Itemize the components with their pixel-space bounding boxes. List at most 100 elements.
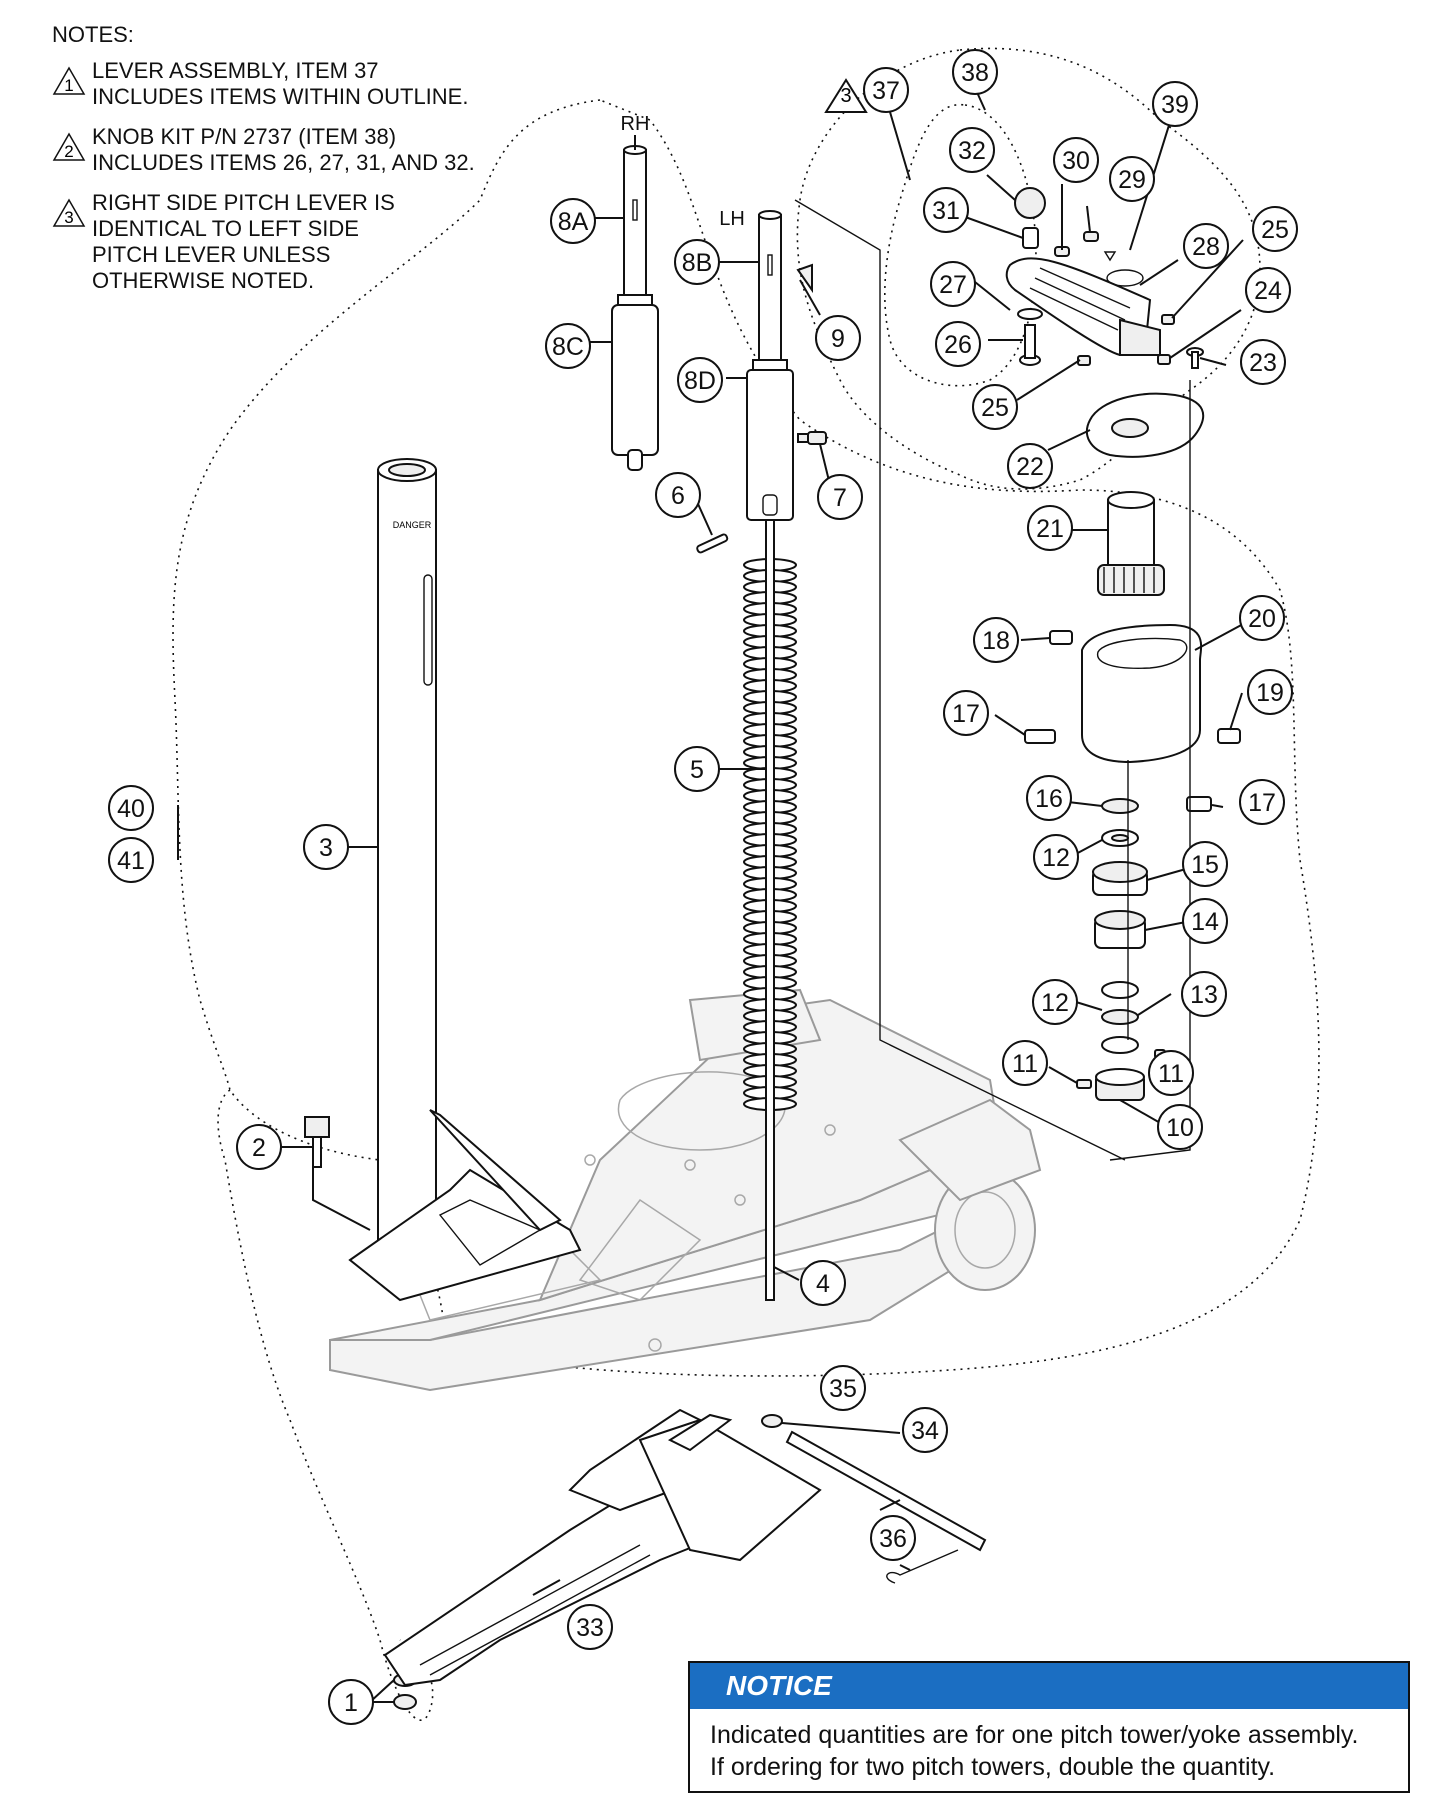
callout-number: 12 — [1042, 844, 1070, 872]
roll-pin — [696, 533, 729, 554]
callout-number: 35 — [829, 1375, 857, 1403]
callout-number: 19 — [1256, 679, 1284, 707]
note-line: PITCH LEVER UNLESS — [92, 242, 331, 267]
callout-6: 6 — [655, 472, 701, 518]
note-2: 2 KNOB KIT P/N 2737 (ITEM 38) INCLUDES I… — [52, 124, 532, 176]
note-3: 3 RIGHT SIDE PITCH LEVER IS IDENTICAL TO… — [52, 190, 532, 294]
callout-number: 38 — [961, 59, 989, 87]
callout-2: 2 — [236, 1124, 282, 1170]
callout-number: 16 — [1035, 785, 1063, 813]
callout-36: 36 — [870, 1515, 916, 1561]
cotter-pin — [886, 1549, 959, 1584]
callout-7: 7 — [817, 474, 863, 520]
washer-ring — [1106, 269, 1144, 287]
callout-20: 20 — [1239, 595, 1285, 641]
callout-19: 19 — [1247, 669, 1293, 715]
leader-lines — [177, 89, 1246, 1703]
nut-24 — [1157, 354, 1171, 365]
knob-stem — [1022, 227, 1039, 249]
yoke — [383, 1408, 822, 1687]
callout-13: 13 — [1181, 971, 1227, 1017]
callout-1: 1 — [328, 1679, 374, 1725]
callout-number: 17 — [1248, 789, 1276, 817]
callout-number: 8D — [684, 367, 716, 395]
callout-number: 37 — [872, 77, 900, 105]
callout-11b: 11 — [1148, 1050, 1194, 1096]
callout-number: 10 — [1166, 1114, 1194, 1142]
callout-8d: 8D — [677, 357, 723, 403]
callout-39: 39 — [1152, 81, 1198, 127]
callout-number: 33 — [576, 1614, 604, 1642]
callout-number: 29 — [1118, 166, 1146, 194]
yoke-pin — [785, 1430, 987, 1552]
callout-number: 6 — [671, 482, 685, 510]
callout-26: 26 — [935, 321, 981, 367]
flag-number: 3 — [840, 85, 851, 107]
callout-25b: 25 — [972, 384, 1018, 430]
callout-number: 4 — [816, 1270, 830, 1298]
hex-bolt — [304, 1116, 330, 1168]
callout-8a: 8A — [550, 198, 596, 244]
gear-shaft — [1097, 491, 1165, 596]
callout-number: 3 — [319, 834, 333, 862]
svg-text:1: 1 — [64, 76, 73, 95]
note-line: OTHERWISE NOTED. — [92, 268, 315, 293]
callout-8b: 8B — [674, 239, 720, 285]
note-line: RIGHT SIDE PITCH LEVER IS — [92, 190, 395, 215]
lh-label: LH — [719, 208, 745, 230]
callout-37: 37 — [863, 67, 909, 113]
notes-block: NOTES: 1 LEVER ASSEMBLY, ITEM 37 INCLUDE… — [52, 22, 532, 308]
callout-12a: 12 — [1032, 979, 1078, 1025]
callout-number: 31 — [932, 197, 960, 225]
callout-29: 29 — [1109, 156, 1155, 202]
callout-number: 24 — [1254, 277, 1282, 305]
callout-5: 5 — [674, 746, 720, 792]
callout-number: 22 — [1016, 453, 1044, 481]
callout-30: 30 — [1053, 137, 1099, 183]
callout-number: 25 — [1261, 216, 1289, 244]
svg-text:2: 2 — [64, 142, 73, 161]
callout-number: 11 — [1158, 1060, 1184, 1088]
callout-3: 3 — [303, 824, 349, 870]
callout-number: 30 — [1062, 147, 1090, 175]
callout-number: 12 — [1041, 989, 1069, 1017]
callout-38: 38 — [952, 49, 998, 95]
callout-number: 5 — [690, 756, 704, 784]
callout-number: 28 — [1192, 233, 1220, 261]
pitch-lever — [1005, 257, 1161, 357]
callout-17a: 17 — [943, 690, 989, 736]
callout-24: 24 — [1245, 267, 1291, 313]
callout-32: 32 — [949, 127, 995, 173]
callout-40: 40 — [108, 785, 154, 831]
pitch-tower-tube: DANGER — [377, 458, 437, 1269]
notice-heading: NOTICE — [690, 1663, 1408, 1709]
callout-number: 9 — [831, 325, 845, 353]
bolt-23 — [1186, 347, 1204, 369]
callout-number: 40 — [117, 795, 145, 823]
callout-number: 15 — [1191, 851, 1219, 879]
screw-25a — [1161, 314, 1175, 325]
callout-number: 39 — [1161, 91, 1189, 119]
callout-11a: 11 — [1002, 1040, 1048, 1086]
revision-triangle-flag: 3 — [824, 78, 868, 113]
lh-shaft — [746, 210, 794, 521]
callout-9: 9 — [815, 315, 861, 361]
callout-4: 4 — [800, 1260, 846, 1306]
callout-number: 20 — [1248, 605, 1276, 633]
callout-number: 8C — [552, 333, 584, 361]
screw-39 — [1103, 251, 1117, 262]
callout-18: 18 — [973, 617, 1019, 663]
svg-text:3: 3 — [64, 208, 73, 227]
callout-number: 8B — [682, 249, 713, 277]
bearing-stack — [1076, 798, 1166, 1101]
callout-number: 13 — [1190, 981, 1218, 1009]
knob-screw — [1019, 324, 1041, 366]
bolt-17a — [1024, 729, 1056, 744]
callout-number: 32 — [958, 137, 986, 165]
note-line: IDENTICAL TO LEFT SIDE — [92, 216, 359, 241]
set-screw — [797, 431, 827, 445]
knob-washer — [1017, 308, 1043, 320]
callout-35: 35 — [820, 1365, 866, 1411]
